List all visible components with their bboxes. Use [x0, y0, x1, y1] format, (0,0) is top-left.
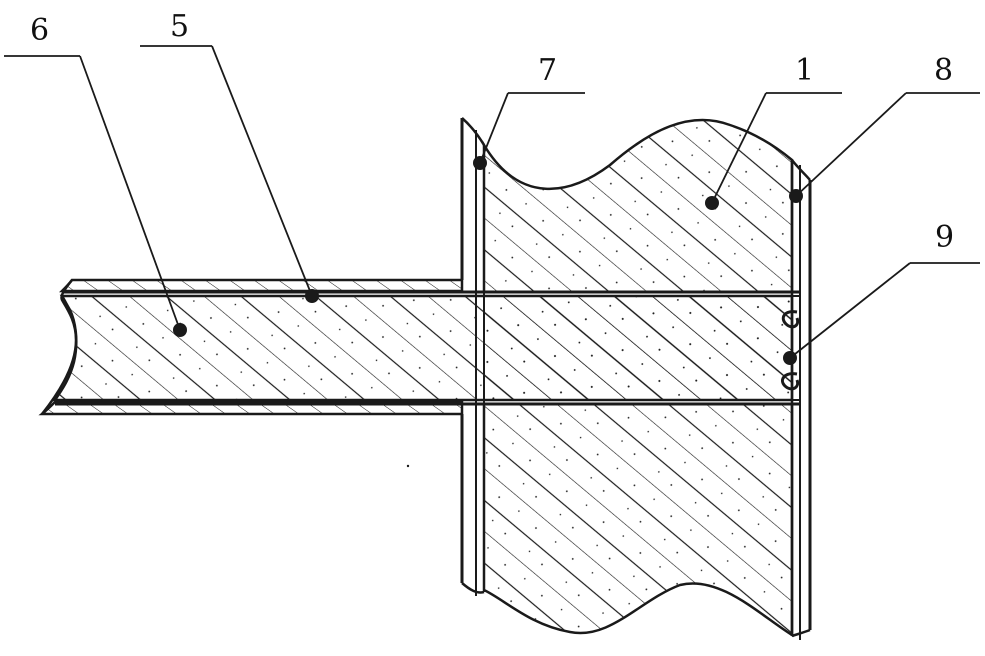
- leader-1: [711, 92, 767, 204]
- leader-dot-1: [705, 196, 719, 210]
- right-skin-top-cap: [791, 159, 811, 181]
- left-skin-bottom-cap: [461, 582, 485, 594]
- leader-5: [211, 45, 313, 297]
- horizontal-cut-edge: [41, 279, 78, 415]
- connector-hook-lower: [781, 372, 800, 391]
- leader-dot-5: [305, 289, 319, 303]
- right-skin-bottom-cap: [791, 628, 811, 638]
- leader-9: [789, 262, 911, 359]
- label-6: 6: [30, 13, 49, 48]
- vertical-core-lower: [482, 402, 794, 638]
- connectors: [781, 310, 800, 391]
- leader-dot-9: [783, 351, 797, 365]
- label-7: 7: [538, 53, 557, 88]
- leader-7: [479, 92, 509, 164]
- leader-dot-8: [789, 189, 803, 203]
- label-8: 8: [934, 53, 953, 88]
- leader-dot-6: [173, 323, 187, 337]
- leader-8: [795, 92, 907, 197]
- label-1: 1: [795, 53, 814, 88]
- leaders: [4, 45, 980, 365]
- label-5: 5: [170, 9, 189, 44]
- horizontal-core: [52, 294, 794, 402]
- leader-dot-7: [473, 156, 487, 170]
- stray-dot: [406, 464, 410, 468]
- horizontal-member: [38, 278, 800, 416]
- horizontal-top-skin: [58, 278, 464, 293]
- vertical-core-upper: [482, 118, 794, 294]
- label-9: 9: [935, 220, 954, 255]
- connector-hook-upper: [781, 310, 800, 329]
- leader-6: [79, 55, 181, 331]
- labels: 6 5 7 1 8 9: [30, 9, 954, 255]
- left-skin-top-cap: [461, 117, 486, 146]
